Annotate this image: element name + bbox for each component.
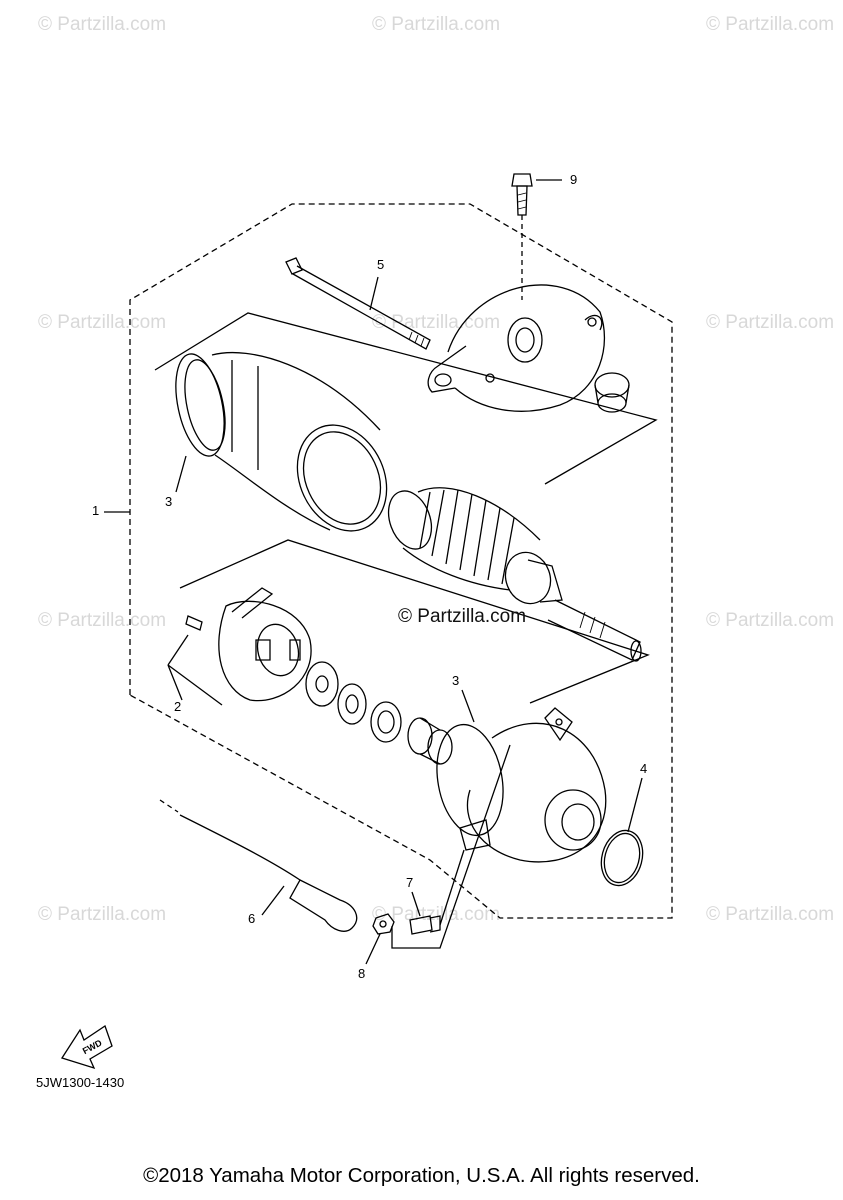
bushing xyxy=(594,372,630,413)
oil-seal xyxy=(370,701,402,743)
washer-2 xyxy=(337,683,367,725)
callout-3: 3 xyxy=(165,494,173,509)
watermark: © Partzilla.com xyxy=(706,14,835,35)
center-watermark: © Partzilla.com xyxy=(398,606,527,627)
bolt-part-9 xyxy=(511,173,533,300)
watermark: © Partzilla.com xyxy=(38,312,167,333)
watermark: © Partzilla.com xyxy=(38,14,167,35)
callout-6: 6 xyxy=(248,911,256,926)
callout-9: 9 xyxy=(570,172,578,187)
watermark: © Partzilla.com xyxy=(372,14,501,35)
leader-8 xyxy=(365,933,381,965)
copyright-notice: ©2018 Yamaha Motor Corporation, U.S.A. A… xyxy=(143,1164,700,1187)
watermark: © Partzilla.com xyxy=(706,904,835,925)
nut-part-8 xyxy=(372,913,395,935)
leader-3a xyxy=(175,455,187,493)
callout-4: 4 xyxy=(640,761,648,776)
callout-8: 8 xyxy=(358,966,366,981)
callout-1: 1 xyxy=(92,503,100,518)
front-cover-with-oring xyxy=(436,707,607,863)
diagram-code: 5JW1300-1430 xyxy=(36,1075,125,1090)
screw-part-7 xyxy=(409,915,441,935)
leader-3b xyxy=(461,689,475,723)
armature xyxy=(387,487,642,662)
needle-bearing xyxy=(407,717,453,765)
washer-1 xyxy=(305,661,339,707)
brush-holder-part-2 xyxy=(167,587,312,706)
fwd-arrow-icon xyxy=(60,1024,113,1070)
yoke-with-oring xyxy=(175,351,388,532)
callout-7: 7 xyxy=(406,875,414,890)
watermark: © Partzilla.com xyxy=(706,610,835,631)
leader-7-to-cover xyxy=(391,744,511,949)
lower-panel xyxy=(179,539,650,704)
lead-wire-part-6 xyxy=(159,799,358,932)
watermark: © Partzilla.com xyxy=(38,610,167,631)
through-bolt-part-5 xyxy=(285,257,431,350)
leader-4 xyxy=(627,777,643,833)
callout-5: 5 xyxy=(377,257,385,272)
rear-cover xyxy=(427,284,606,412)
leader-7 xyxy=(411,891,421,917)
watermark: © Partzilla.com xyxy=(706,312,835,333)
callout-2: 2 xyxy=(174,699,182,714)
oring-part-4 xyxy=(600,829,644,887)
upper-panel xyxy=(154,312,658,485)
leader-5 xyxy=(369,276,379,311)
leader-6 xyxy=(261,885,285,916)
watermark: © Partzilla.com xyxy=(372,904,501,925)
callout-3: 3 xyxy=(452,673,460,688)
assembly-boundary xyxy=(129,203,673,919)
watermark: © Partzilla.com xyxy=(38,904,167,925)
